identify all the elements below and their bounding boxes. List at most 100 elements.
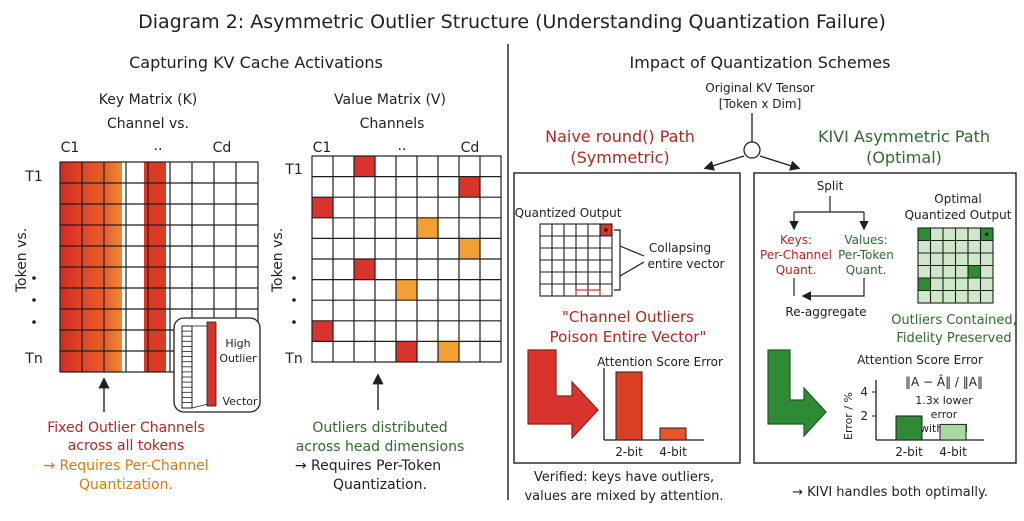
bar-label-4-bit: 4-bit (939, 445, 967, 459)
y-tick-4: 4 (860, 385, 868, 399)
key-row-dots (32, 276, 36, 324)
kivi-contained-2: Fidelity Preserved (896, 331, 1011, 346)
bar-2-bit (895, 415, 923, 441)
kivi-y-label: Error / % (842, 392, 855, 440)
naive-title-2: (Symmetric) (570, 148, 669, 167)
value-outlier-cell (417, 217, 438, 239)
key-caption-2: across all tokens (68, 438, 185, 454)
value-col-label-c1: C1 (313, 140, 332, 156)
value-caption-1: Outliers distributed (312, 420, 447, 436)
kivi-big-arrow (767, 349, 827, 438)
key-col-label-dots: .. (154, 138, 163, 154)
value-outlier-cell (459, 176, 480, 198)
inset-outlier-label: Outlier (219, 352, 257, 365)
kivi-output-1: Optimal (934, 192, 981, 206)
naive-collapse-1: Collapsing (649, 241, 711, 255)
value-col-label-dots: .. (398, 138, 407, 154)
value-matrix-subtitle: Channels (360, 116, 425, 132)
kivi-title-1: KIVI Asymmetric Path (818, 127, 990, 146)
naive-output-grid (539, 223, 613, 297)
naive-chart-title: Attention Score Error (597, 355, 723, 369)
naive-collapse-2: entire vector (648, 257, 725, 271)
value-caption-4: Quantization. (333, 477, 427, 493)
value-outlier-cell (312, 197, 333, 218)
kivi-outlier-cell (918, 228, 931, 241)
naive-box (513, 172, 741, 464)
key-matrix (59, 161, 259, 373)
key-row-label-t1: T1 (24, 169, 42, 185)
kivi-split-lines (789, 196, 869, 301)
kivi-reaggregate: Re-aggregate (785, 305, 866, 319)
kivi-keys-3: Quant. (776, 263, 817, 277)
key-inset: High Outlier Vector (173, 317, 261, 413)
key-col-label-c1: C1 (61, 140, 80, 156)
kivi-output-2: Quantized Output (905, 208, 1012, 222)
value-outlier-cell (396, 341, 417, 362)
left-panel-title: Capturing KV Cache Activations (129, 53, 383, 72)
kivi-box (753, 172, 1017, 464)
bar-2-bit (615, 371, 643, 441)
verified-line-2: values are mixed by attention. (524, 489, 723, 504)
right-panel-title: Impact of Quantization Schemes (630, 53, 891, 72)
bar-4-bit (659, 427, 687, 441)
kivi-keys-1: Keys: (780, 233, 812, 247)
kivi-handles-line: → KIVI handles both optimally. (792, 485, 988, 500)
key-matrix-title: Key Matrix (K) (99, 92, 197, 108)
kivi-values-1: Values: (844, 233, 887, 247)
inset-high-label: High (225, 337, 250, 350)
kivi-values-2: Per-Token (838, 248, 894, 262)
naive-title-1: Naive round() Path (545, 127, 695, 146)
naive-quote-2: Poison Entire Vector" (550, 328, 707, 346)
value-row-dots (292, 276, 296, 324)
naive-output-label: Quantized Output (515, 206, 622, 220)
bar-label-2-bit: 2-bit (895, 445, 923, 459)
value-caption-2: across head dimensions (296, 439, 465, 455)
value-outlier-cell (459, 238, 480, 259)
source-label-1: Original KV Tensor (705, 81, 815, 95)
kivi-note-1: 1.3x lower (915, 394, 973, 407)
value-outlier-cell (312, 320, 333, 342)
key-col-label-cd: Cd (213, 140, 232, 156)
value-y-label: Token vs. (270, 228, 286, 293)
bar-label-2-bit: 2-bit (615, 445, 643, 459)
kivi-contained-1: Outliers Contained, (891, 313, 1017, 328)
key-caption-3: → Requires Per-Channel (43, 458, 208, 474)
y-tick-2: 2 (860, 409, 868, 423)
key-caption-4: Quantization. (79, 477, 173, 493)
kivi-values-3: Quant. (846, 263, 887, 277)
key-caption-1: Fixed Outlier Channels (47, 420, 204, 436)
value-matrix-title: Value Matrix (V) (334, 92, 446, 108)
kivi-error-chart: 2-bit 4-bit 2 4 (860, 380, 984, 459)
value-matrix (311, 155, 502, 363)
key-y-label: Token vs. (14, 228, 30, 293)
kivi-outlier-cell (918, 278, 931, 291)
inset-vector-label: Vector (222, 395, 258, 408)
value-outlier-cell (438, 341, 459, 362)
naive-bracket (614, 229, 645, 291)
kivi-note-2: error (931, 408, 958, 421)
kivi-output-grid (917, 227, 994, 304)
naive-quote-1: "Channel Outliers (562, 308, 694, 326)
naive-error-chart: 2-bit 4-bit (603, 368, 704, 459)
value-caption-3: → Requires Per-Token (295, 458, 441, 474)
kivi-title-2: (Optimal) (866, 148, 942, 167)
kivi-keys-2: Per-Channel (760, 248, 832, 262)
value-outlier-cell (396, 279, 417, 301)
kivi-split-label: Split (817, 179, 844, 193)
value-outlier-cell (354, 259, 375, 280)
value-col-label-cd: Cd (461, 140, 480, 156)
key-row-label-tn: Tn (24, 351, 42, 367)
value-outlier-cell (354, 156, 375, 177)
key-matrix-subtitle: Channel vs. (107, 116, 189, 132)
split-junction (703, 113, 801, 171)
kivi-outlier-cell (968, 265, 981, 278)
bar-4-bit (939, 423, 967, 441)
verified-line-1: Verified: keys have outliers, (534, 470, 714, 485)
source-label-2: [Token x Dim] (719, 97, 802, 111)
naive-big-arrow (527, 349, 599, 440)
kivi-chart-title: Attention Score Error (857, 353, 983, 367)
bar-label-4-bit: 4-bit (659, 445, 687, 459)
value-row-label-tn: Tn (284, 351, 302, 367)
value-row-label-t1: T1 (284, 162, 302, 178)
